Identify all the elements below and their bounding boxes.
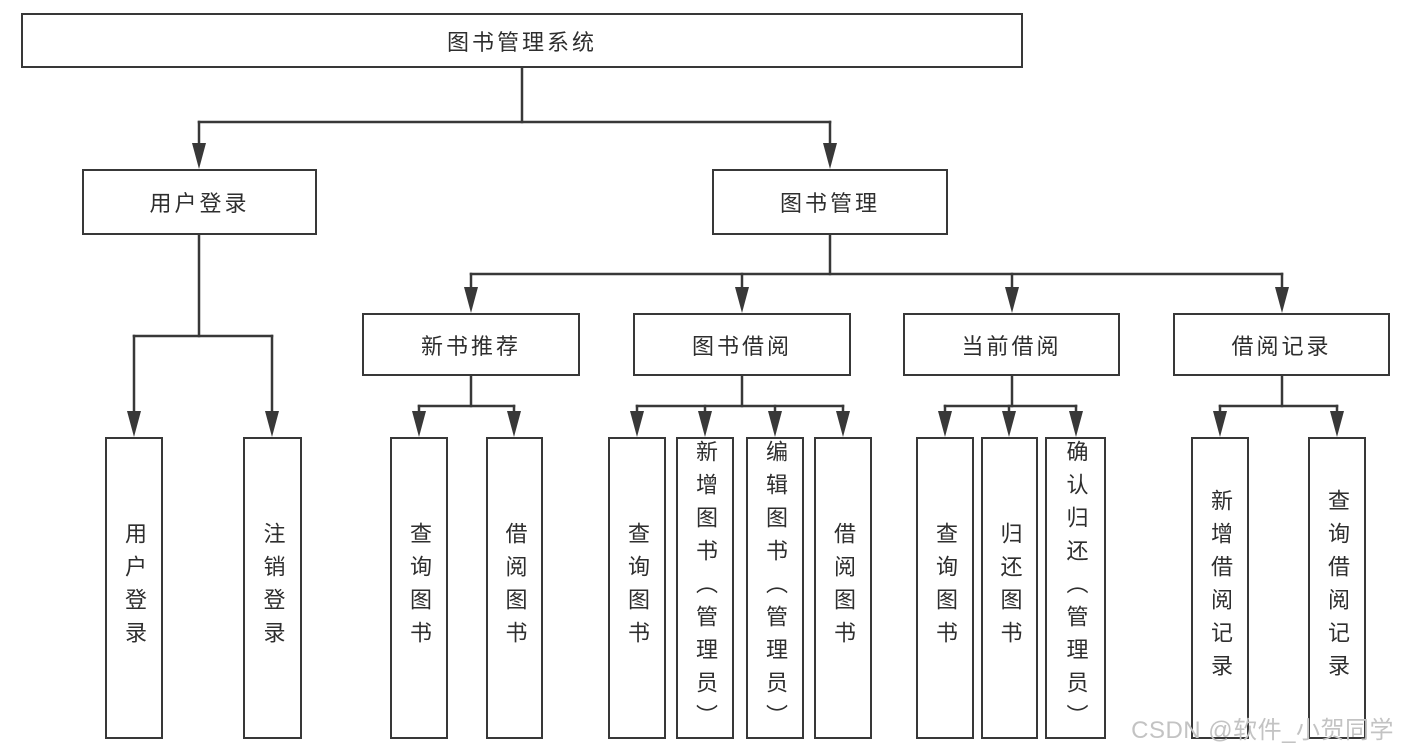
node-label: 借阅记录 <box>1231 333 1332 359</box>
arrowhead-icon <box>507 411 521 437</box>
arrowhead-icon <box>823 143 837 169</box>
leaf-return-books: 归还图书 <box>981 437 1038 739</box>
leaf-label: 用户登录 <box>122 522 147 654</box>
arrowhead-icon <box>1275 287 1289 313</box>
arrowhead-icon <box>1330 411 1344 437</box>
leaf-label: 查询图书 <box>407 522 432 654</box>
node-current-borrow: 当前借阅 <box>903 313 1120 376</box>
node-user-login-branch: 用户登录 <box>82 169 317 235</box>
leaf-label: 借阅图书 <box>502 522 528 654</box>
arrowhead-icon <box>938 411 952 437</box>
leaf-label: 查询图书 <box>933 522 958 654</box>
arrowhead-icon <box>630 411 644 437</box>
leaf-label: 注销登录 <box>260 522 286 654</box>
node-book-borrow: 图书借阅 <box>633 313 851 376</box>
arrowhead-icon <box>464 287 478 313</box>
arrowhead-icon <box>735 287 749 313</box>
arrowhead-icon <box>768 411 782 437</box>
node-new-book-recommend: 新书推荐 <box>362 313 580 376</box>
leaf-borrow-books-recommend: 借阅图书 <box>486 437 543 739</box>
arrowheads <box>127 143 1344 437</box>
node-label: 图书借阅 <box>691 333 792 359</box>
node-borrow-records: 借阅记录 <box>1173 313 1390 376</box>
arrowhead-icon <box>127 411 141 437</box>
arrowhead-icon <box>1069 411 1083 437</box>
leaf-query-books-borrow: 查询图书 <box>608 437 666 739</box>
csdn-watermark: CSDN @软件_小贺同学 <box>1131 717 1394 744</box>
arrowhead-icon <box>698 411 712 437</box>
leaf-label: 新增借阅记录 <box>1208 489 1233 687</box>
node-label: 图书管理 <box>779 191 880 216</box>
arrowhead-icon <box>836 411 850 437</box>
arrowhead-icon <box>192 143 206 169</box>
arrowhead-icon <box>412 411 426 437</box>
leaf-logout: 注销登录 <box>243 437 302 739</box>
arrowhead-icon <box>1005 287 1019 313</box>
leaf-label: 查询借阅记录 <box>1325 489 1350 687</box>
arrowhead-icon <box>1213 411 1227 437</box>
node-label: 新书推荐 <box>420 333 521 359</box>
node-book-management-branch: 图书管理 <box>712 169 948 235</box>
leaf-label: 借阅图书 <box>831 522 856 654</box>
leaf-label: 编辑图书（管理员） <box>763 439 788 737</box>
leaf-query-books-current: 查询图书 <box>916 437 974 739</box>
leaf-label: 确认归还（管理员） <box>1063 439 1089 737</box>
leaf-borrow-books: 借阅图书 <box>814 437 872 739</box>
leaf-label: 新增图书（管理员） <box>693 439 718 737</box>
node-label: 用户登录 <box>149 191 250 216</box>
node-label: 图书管理系统 <box>446 29 597 55</box>
leaf-confirm-return-admin: 确认归还（管理员） <box>1045 437 1106 739</box>
node-label: 当前借阅 <box>961 333 1062 359</box>
arrowhead-icon <box>1002 411 1016 437</box>
leaf-user-login: 用户登录 <box>105 437 163 739</box>
leaf-label: 归还图书 <box>997 522 1023 654</box>
leaf-query-borrow-record: 查询借阅记录 <box>1308 437 1366 739</box>
leaf-add-borrow-record: 新增借阅记录 <box>1191 437 1249 739</box>
node-library-management-system: 图书管理系统 <box>21 13 1023 68</box>
leaf-label: 查询图书 <box>625 522 650 654</box>
leaf-edit-books-admin: 编辑图书（管理员） <box>746 437 804 739</box>
leaf-add-books-admin: 新增图书（管理员） <box>676 437 734 739</box>
leaf-query-books-recommend: 查询图书 <box>390 437 448 739</box>
arrowhead-icon <box>265 411 279 437</box>
